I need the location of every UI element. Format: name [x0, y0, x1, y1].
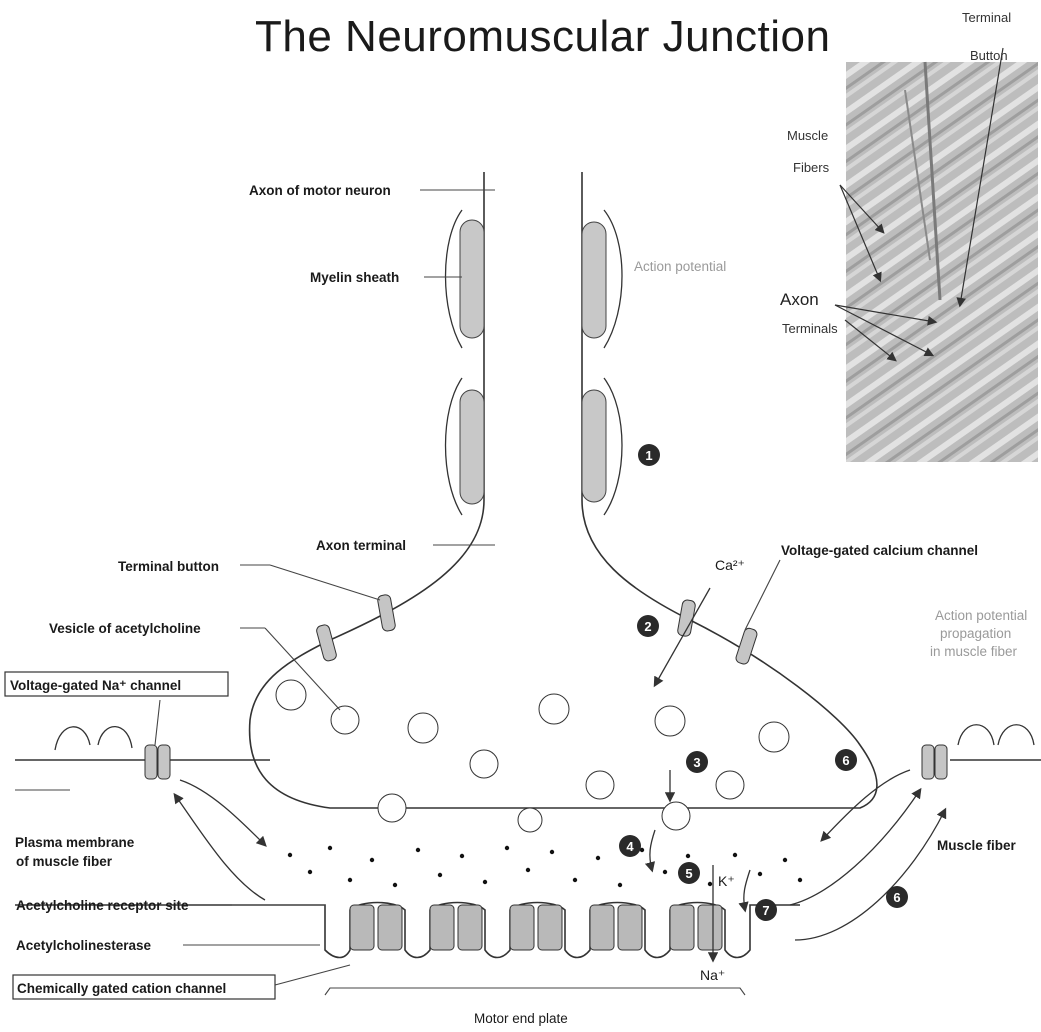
- label-myelin-sheath: Myelin sheath: [310, 270, 399, 285]
- step-badge-1: 1: [638, 444, 660, 466]
- step-number: 6: [842, 753, 849, 768]
- photo-label-terminal-1: Terminal: [962, 10, 1011, 25]
- step-badge-6a: 6: [835, 749, 857, 771]
- voltage-gated-channels: [145, 594, 947, 779]
- label-voltage-na-channel-box: Voltage-gated Na⁺ channel: [5, 672, 228, 696]
- label-ap-propagation-3: in muscle fiber: [930, 644, 1018, 659]
- label-plasma-membrane-1: Plasma membrane: [15, 835, 135, 850]
- label-vesicle-acetylcholine: Vesicle of acetylcholine: [49, 621, 201, 636]
- step-badge-4: 4: [619, 835, 641, 857]
- label-voltage-na-channel: Voltage-gated Na⁺ channel: [10, 678, 181, 693]
- label-axon-motor-neuron: Axon of motor neuron: [249, 183, 391, 198]
- step-number: 3: [693, 755, 700, 770]
- step-number: 4: [626, 839, 634, 854]
- label-muscle-fiber: Muscle fiber: [937, 838, 1017, 853]
- step-badge-7: 7: [755, 899, 777, 921]
- label-ach-receptor-site: Acetylcholine receptor site: [16, 898, 189, 913]
- photo-label-muscle-1: Muscle: [787, 128, 828, 143]
- label-ap-propagation-2: propagation: [940, 626, 1011, 641]
- step-number: 7: [762, 903, 769, 918]
- step-number: 5: [685, 866, 692, 881]
- photo-label-terminal-2: Button: [970, 48, 1008, 63]
- label-na-ion: Na⁺: [700, 967, 725, 983]
- step-number: 2: [644, 619, 651, 634]
- label-chem-gated-channel-box: Chemically gated cation channel: [13, 975, 275, 999]
- label-chem-gated-channel: Chemically gated cation channel: [17, 981, 226, 996]
- step-badge-5: 5: [678, 862, 700, 884]
- step-badge-3: 3: [686, 751, 708, 773]
- label-plasma-membrane-2: of muscle fiber: [16, 854, 113, 869]
- photo-label-muscle-2: Fibers: [793, 160, 830, 175]
- label-terminal-button: Terminal button: [118, 559, 219, 574]
- step-number: 6: [893, 890, 900, 905]
- label-ca-ion: Ca²⁺: [715, 557, 745, 573]
- label-k-ion: K⁺: [718, 873, 735, 889]
- label-motor-end-plate: Motor end plate: [474, 1011, 568, 1026]
- label-voltage-ca-channel: Voltage-gated calcium channel: [781, 543, 978, 558]
- label-axon-terminal: Axon terminal: [316, 538, 406, 553]
- micrograph-photo: [835, 48, 1038, 462]
- step-badge-6b: 6: [886, 886, 908, 908]
- action-potential-curves: [55, 725, 1034, 750]
- step-number: 1: [645, 448, 652, 463]
- label-action-potential: Action potential: [634, 259, 726, 274]
- photo-label-axon-1: Axon: [780, 290, 819, 309]
- synaptic-vesicles: [276, 680, 789, 832]
- step-badge-2: 2: [637, 615, 659, 637]
- label-acetylcholinesterase: Acetylcholinesterase: [16, 938, 152, 953]
- photo-label-axon-2: Terminals: [782, 321, 838, 336]
- label-ap-propagation-1: Action potential: [935, 608, 1027, 623]
- leader-lines: [15, 190, 780, 995]
